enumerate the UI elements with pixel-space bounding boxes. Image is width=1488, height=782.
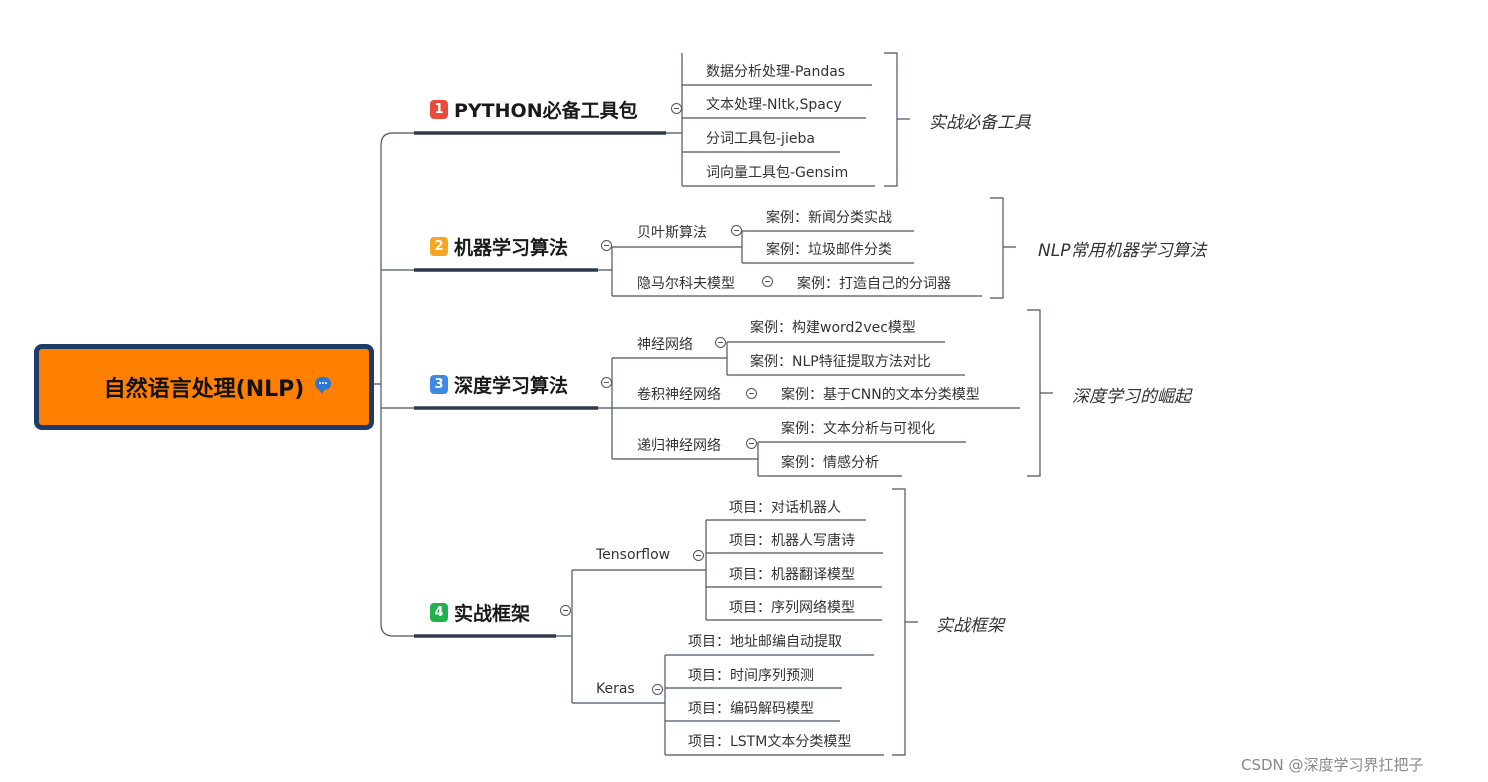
leaf[interactable]: 项目：机器人写唐诗: [729, 533, 855, 549]
branch-4[interactable]: 4 实战框架: [430, 599, 530, 626]
collapse-toggle-nn[interactable]: [715, 337, 726, 348]
leaf[interactable]: 项目：序列网络模型: [729, 600, 855, 616]
leaf[interactable]: 分词工具包-jieba: [706, 131, 815, 147]
leaf[interactable]: 案例：打造自己的分词器: [797, 276, 951, 292]
leaf[interactable]: 文本处理-Nltk,Spacy: [706, 97, 842, 113]
collapse-toggle-branch-4[interactable]: [560, 605, 571, 616]
badge-2: 2: [430, 237, 448, 256]
leaf[interactable]: 数据分析处理-Pandas: [706, 64, 846, 80]
leaf[interactable]: 案例：垃圾邮件分类: [766, 242, 892, 258]
branch-2-title: 机器学习算法: [454, 237, 569, 259]
subtopic[interactable]: Tensorflow: [596, 547, 671, 563]
branch-3[interactable]: 3 深度学习算法: [430, 371, 568, 398]
leaf[interactable]: 项目：时间序列预测: [688, 668, 814, 684]
collapse-toggle-hmm[interactable]: [762, 276, 773, 287]
collapse-toggle-cnn[interactable]: [746, 388, 757, 399]
leaf[interactable]: 词向量工具包-Gensim: [706, 165, 849, 181]
branch-2[interactable]: 2 机器学习算法: [430, 233, 568, 260]
leaf[interactable]: 项目：机器翻译模型: [729, 567, 855, 583]
subtopic[interactable]: 递归神经网络: [637, 438, 721, 454]
collapse-toggle-branch-2[interactable]: [601, 240, 612, 251]
subtopic[interactable]: 隐马尔科夫模型: [637, 276, 735, 292]
collapse-toggle-branch-1[interactable]: [671, 103, 682, 114]
badge-1: 1: [430, 100, 448, 119]
branch-4-title: 实战框架: [454, 603, 531, 625]
subtopic[interactable]: Keras: [596, 681, 635, 697]
leaf[interactable]: 案例：NLP特征提取方法对比: [750, 354, 931, 370]
leaf[interactable]: 案例：基于CNN的文本分类模型: [781, 387, 980, 403]
comment-icon[interactable]: [315, 377, 331, 394]
summary-branch-4[interactable]: 实战框架: [936, 616, 1004, 636]
branch-3-title: 深度学习算法: [454, 375, 569, 397]
leaf[interactable]: 项目：编码解码模型: [688, 701, 814, 717]
root-title: 自然语言处理(NLP): [103, 377, 305, 402]
leaf[interactable]: 案例：新闻分类实战: [766, 210, 892, 226]
watermark: CSDN @深度学习界扛把子: [1241, 756, 1424, 774]
root-node[interactable]: 自然语言处理(NLP): [34, 344, 374, 430]
leaf[interactable]: 项目：LSTM文本分类模型: [688, 734, 852, 750]
subtopic[interactable]: 贝叶斯算法: [637, 225, 707, 241]
summary-branch-2[interactable]: NLP常用机器学习算法: [1038, 241, 1207, 261]
leaf[interactable]: 案例：文本分析与可视化: [781, 421, 935, 437]
subtopic[interactable]: 神经网络: [637, 337, 693, 353]
leaf[interactable]: 项目：地址邮编自动提取: [688, 634, 842, 650]
branch-1[interactable]: 1 PYTHON必备工具包: [430, 96, 638, 123]
collapse-toggle-branch-3[interactable]: [601, 377, 612, 388]
leaf[interactable]: 项目：对话机器人: [729, 500, 841, 516]
summary-branch-1[interactable]: 实战必备工具: [929, 113, 1031, 133]
subtopic[interactable]: 卷积神经网络: [637, 387, 721, 403]
summary-branch-3[interactable]: 深度学习的崛起: [1072, 387, 1191, 407]
leaf[interactable]: 案例：构建word2vec模型: [750, 320, 916, 336]
branch-1-title: PYTHON必备工具包: [454, 100, 638, 122]
collapse-toggle-rnn[interactable]: [746, 438, 757, 449]
collapse-toggle-tensorflow[interactable]: [693, 550, 704, 561]
badge-3: 3: [430, 375, 448, 394]
leaf[interactable]: 案例：情感分析: [781, 455, 879, 471]
collapse-toggle-keras[interactable]: [652, 684, 663, 695]
badge-4: 4: [430, 603, 448, 622]
collapse-toggle-bayes[interactable]: [731, 225, 742, 236]
